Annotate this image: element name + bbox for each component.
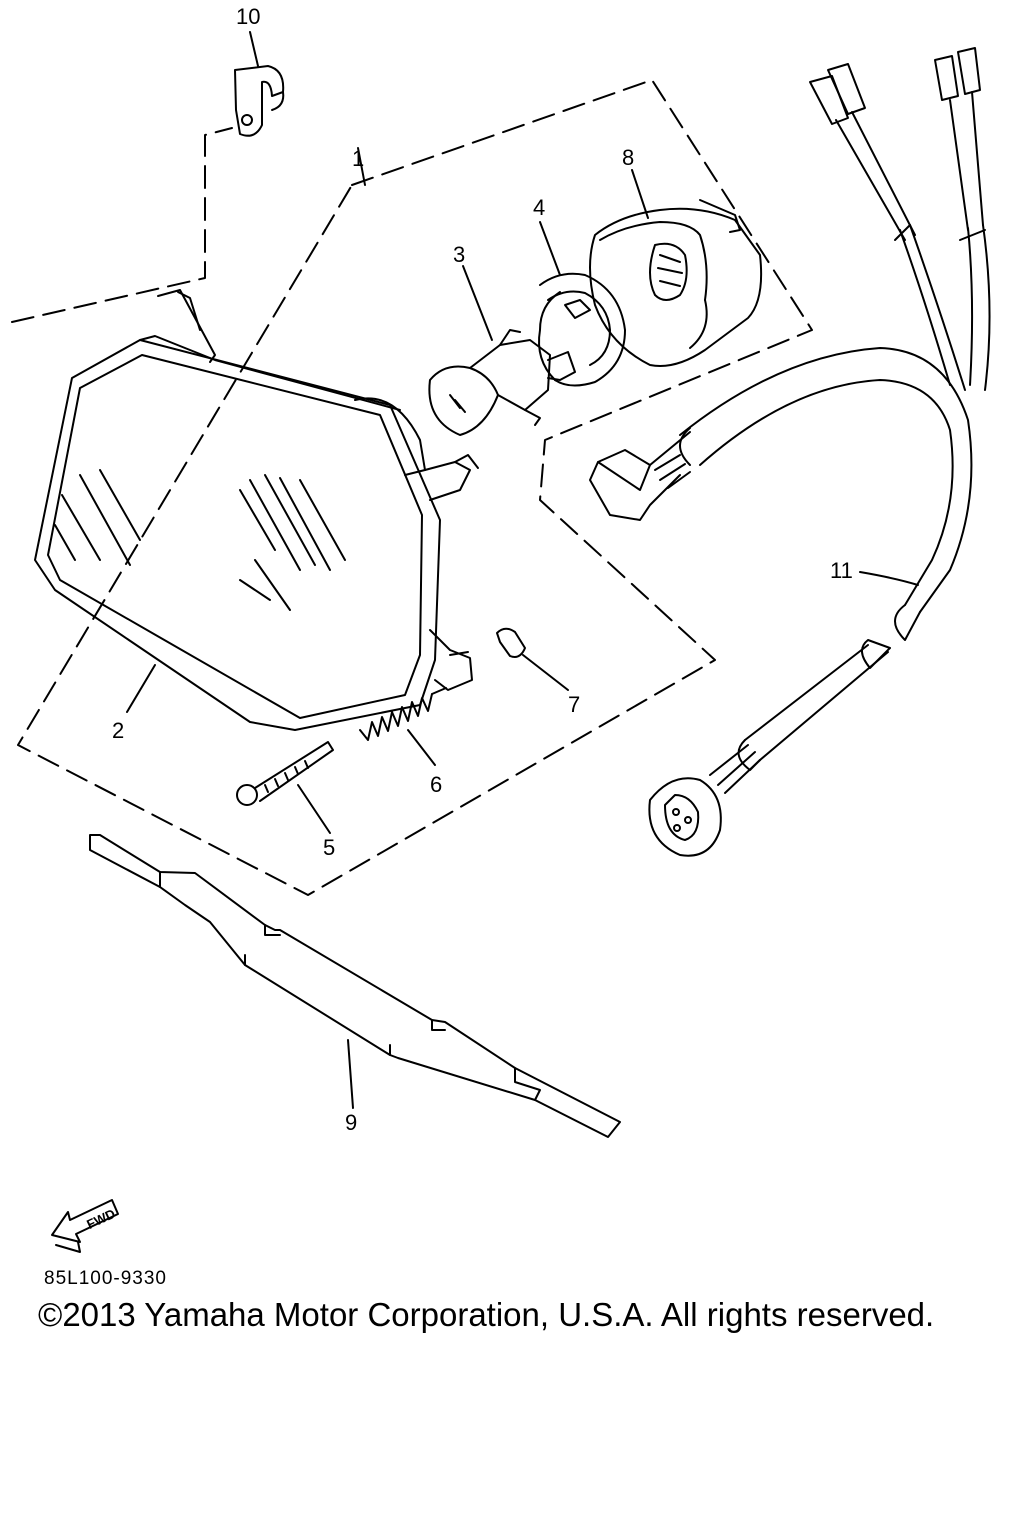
mounting-stay bbox=[89, 834, 621, 1138]
assembly-boundary-dashed bbox=[11, 79, 813, 896]
clip bbox=[496, 627, 526, 658]
callout-9: 9 bbox=[345, 1110, 357, 1135]
callout-8: 8 bbox=[622, 145, 634, 170]
callout-3: 3 bbox=[453, 242, 465, 267]
callout-6: 6 bbox=[430, 772, 442, 797]
leader-7 bbox=[522, 654, 569, 691]
callout-2: 2 bbox=[112, 718, 124, 743]
callout-1: 1 bbox=[352, 146, 364, 171]
leader-5 bbox=[297, 784, 331, 834]
callout-10: 10 bbox=[236, 4, 260, 29]
wiring-harness bbox=[589, 47, 991, 857]
clamp-part bbox=[234, 65, 285, 137]
callout-4: 4 bbox=[533, 195, 545, 220]
leader-3 bbox=[462, 265, 493, 341]
leader-2 bbox=[126, 664, 156, 713]
leader-9 bbox=[347, 1039, 354, 1109]
copyright-notice: ©2013 Yamaha Motor Corporation, U.S.A. A… bbox=[38, 1296, 935, 1333]
headlight-unit bbox=[34, 289, 479, 731]
leader-6 bbox=[407, 729, 436, 766]
screw bbox=[236, 741, 334, 806]
leader-4 bbox=[539, 221, 561, 276]
callout-5: 5 bbox=[323, 835, 335, 860]
leader-8 bbox=[631, 169, 649, 219]
leader-11 bbox=[859, 571, 919, 586]
fwd-arrow-icon bbox=[51, 1199, 119, 1253]
leader-10 bbox=[249, 31, 259, 67]
diagram-part-code: 85L100-9330 bbox=[44, 1268, 167, 1289]
bulb-holder bbox=[538, 272, 626, 387]
socket-cover bbox=[589, 199, 763, 367]
bulb bbox=[428, 329, 576, 436]
leader-1 bbox=[357, 147, 366, 186]
spring bbox=[359, 687, 447, 741]
callout-7: 7 bbox=[568, 692, 580, 717]
callout-11: 11 bbox=[830, 558, 853, 583]
